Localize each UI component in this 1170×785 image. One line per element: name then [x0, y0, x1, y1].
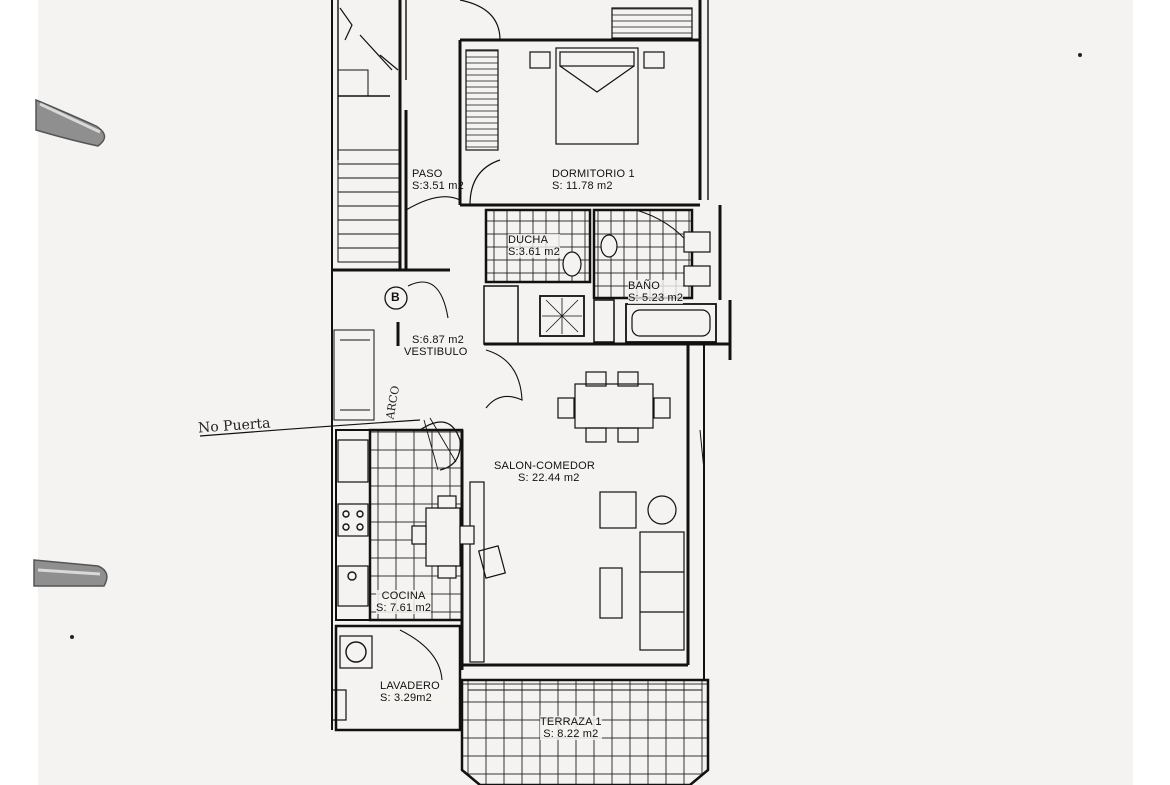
- room-label-lavadero: LAVADERO S: 3.29m2: [380, 680, 440, 704]
- washbasin-icon: [562, 251, 582, 277]
- room-area: S: 8.22 m2: [543, 728, 599, 740]
- room-name: BAÑO: [628, 280, 660, 292]
- room-area: S: 7.61 m2: [376, 602, 432, 614]
- page-edge-left: [0, 0, 38, 785]
- room-label-ducha: DUCHA S:3.61 m2: [508, 234, 560, 258]
- room-label-bano: BAÑO S: 5.23 m2: [628, 280, 684, 304]
- room-label-salon-comedor: SALON-COMEDOR S: 22.44 m2: [494, 460, 595, 484]
- room-area: S: 22.44 m2: [518, 472, 580, 484]
- room-label-paso: PASO S:3.51 m2: [412, 168, 464, 192]
- shower-drain: [542, 298, 582, 334]
- room-area: S: 11.78 m2: [552, 180, 613, 192]
- sofa-icon: [469, 481, 685, 663]
- binder-ring-icon: [35, 98, 106, 147]
- marker-circle: [384, 286, 408, 310]
- marker-b-label: B: [391, 290, 400, 304]
- bed-icon: [529, 47, 665, 145]
- room-name: VESTIBULO: [404, 346, 468, 358]
- room-label-cocina: COCINA S: 7.61 m2: [376, 590, 432, 614]
- binder-ring-icon: [33, 559, 108, 587]
- room-label-vestibulo: S:6.87 m2 VESTIBULO: [404, 334, 468, 358]
- washing-machine-icon: [339, 635, 373, 669]
- dining-table-icon: [557, 371, 671, 443]
- room-name: PASO: [412, 168, 443, 180]
- room-area: S:3.51 m2: [412, 180, 464, 192]
- staircase: [337, 149, 401, 263]
- room-area: S: 5.23 m2: [628, 292, 684, 304]
- oven-icon: [337, 565, 369, 607]
- room-area: S:3.61 m2: [508, 246, 560, 258]
- room-name: TERRAZA 1: [540, 716, 602, 728]
- toilet-icon: [683, 231, 711, 253]
- room-label-dormitorio-1: DORMITORIO 1 S: 11.78 m2: [552, 168, 635, 192]
- kitchen-table-icon: [411, 495, 475, 579]
- room-area: S: 3.29m2: [380, 692, 432, 704]
- room-name: LAVADERO: [380, 680, 440, 692]
- stove-icon: [337, 503, 369, 537]
- room-name: COCINA: [381, 590, 426, 602]
- room-area: S:6.87 m2: [412, 334, 464, 346]
- toilet-icon: [683, 265, 711, 287]
- room-name: DORMITORIO 1: [552, 168, 635, 180]
- room-name: DUCHA: [508, 234, 549, 246]
- room-name: SALON-COMEDOR: [494, 460, 595, 472]
- room-label-terraza-1: TERRAZA 1 S: 8.22 m2: [540, 716, 602, 740]
- washbasin-icon: [600, 234, 618, 258]
- page-edge-right: [1133, 0, 1170, 785]
